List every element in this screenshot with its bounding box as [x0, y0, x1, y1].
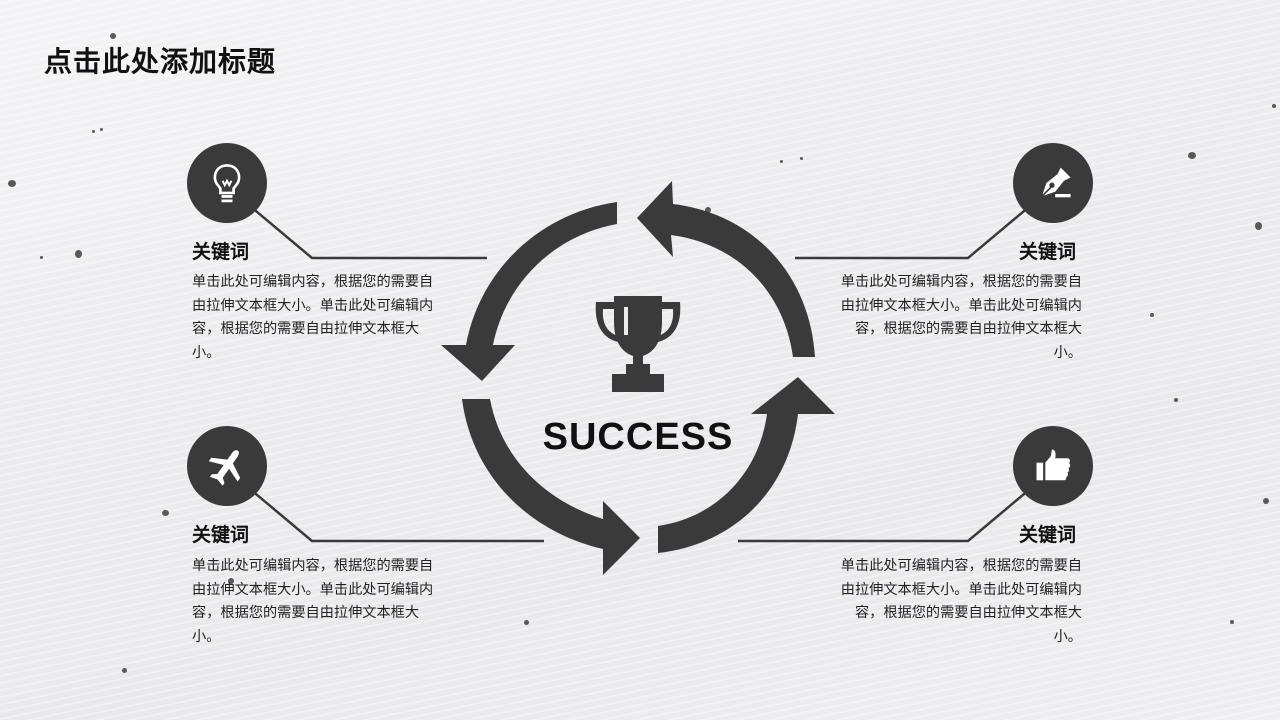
cycle-arrows: [441, 181, 835, 575]
fountain-pen-icon: [1013, 143, 1093, 223]
description-top-left[interactable]: 单击此处可编辑内容，根据您的需要自由拉伸文本框大小。单击此处可编辑内容，根据您的…: [192, 274, 434, 361]
connector-bottom-right: [738, 488, 1031, 543]
lightbulb-icon: [187, 143, 267, 223]
thumbs-up-glyph: [1036, 449, 1071, 481]
keyword-bottom-left[interactable]: 关键词: [192, 524, 250, 546]
connector-bottom-left: [249, 488, 544, 543]
success-label[interactable]: SUCCESS: [542, 416, 734, 458]
connector-top-right: [795, 205, 1031, 260]
description-bottom-right[interactable]: 单击此处可编辑内容，根据您的需要自由拉伸文本框大小。单击此处可编辑内容，根据您的…: [840, 558, 1082, 645]
fountain-pen-glyph: [1041, 167, 1071, 198]
arrow-top-right: [637, 181, 815, 357]
description-top-right[interactable]: 单击此处可编辑内容，根据您的需要自由拉伸文本框大小。单击此处可编辑内容，根据您的…: [840, 274, 1082, 361]
keyword-top-left[interactable]: 关键词: [192, 241, 250, 263]
keyword-top-right[interactable]: 关键词: [1019, 241, 1077, 263]
trophy-icon: [595, 296, 681, 392]
arrow-bottom-right: [658, 377, 835, 553]
connector-top-left: [249, 205, 487, 260]
thumbs-up-icon: [1013, 426, 1093, 506]
keyword-bottom-right[interactable]: 关键词: [1019, 524, 1077, 546]
description-bottom-left[interactable]: 单击此处可编辑内容，根据您的需要自由拉伸文本框大小。单击此处可编辑内容，根据您的…: [192, 558, 434, 645]
slide-title[interactable]: 点击此处添加标题: [44, 45, 277, 78]
arrow-bottom-left: [462, 399, 640, 575]
airplane-glyph: [208, 450, 241, 486]
lightbulb-glyph: [213, 164, 241, 203]
airplane-icon: [187, 426, 267, 506]
connector-lines: [249, 205, 1031, 543]
arrow-top-left: [441, 202, 617, 381]
